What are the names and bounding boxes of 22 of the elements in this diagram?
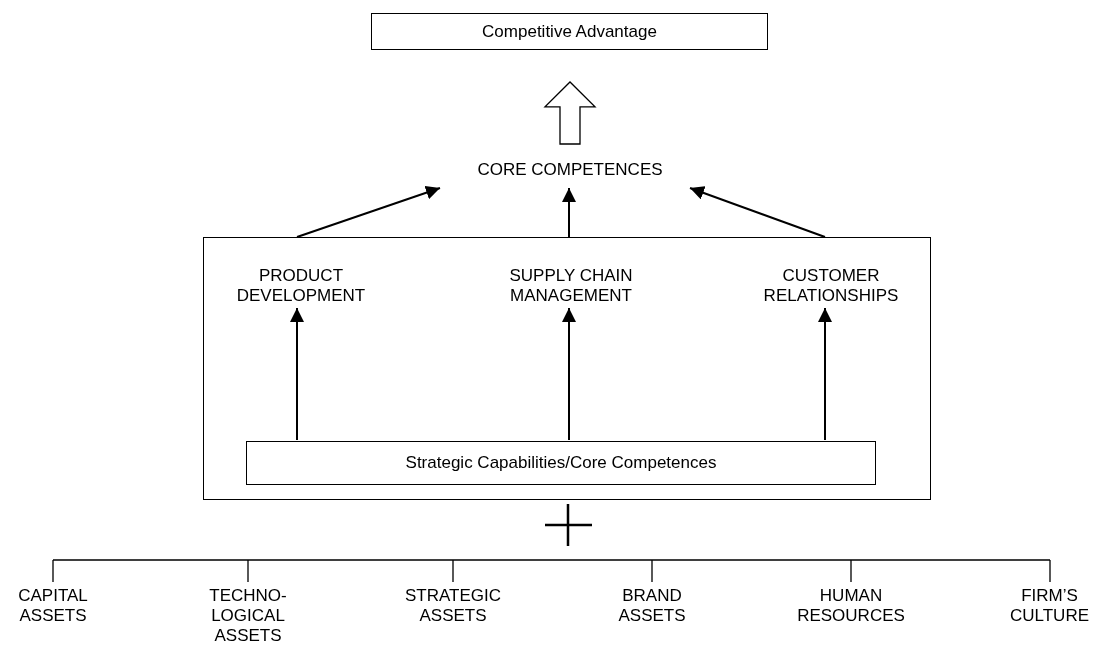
arrow	[818, 307, 832, 441]
capability-label: PRODUCT DEVELOPMENT	[235, 266, 367, 306]
asset-label: BRAND ASSETS	[617, 586, 687, 626]
arrow	[562, 187, 576, 238]
box-text: Strategic Capabilities/Core Competences	[405, 453, 717, 473]
capability-label: CUSTOMER RELATIONSHIPS	[762, 266, 900, 306]
asset-label: STRATEGIC ASSETS	[404, 586, 502, 626]
asset-label: CAPITAL ASSETS	[17, 586, 89, 626]
asset-label: HUMAN RESOURCES	[796, 586, 906, 626]
capability-box	[246, 441, 876, 485]
arrow	[296, 185, 441, 238]
arrow	[689, 186, 826, 238]
box-text: Competitive Advantage	[482, 21, 657, 42]
asset-label: FIRM’S CULTURE	[1009, 586, 1090, 626]
arrow	[290, 307, 304, 441]
heading-text: CORE COMPETENCES	[477, 160, 663, 180]
title-box	[371, 13, 768, 50]
block-arrow	[543, 81, 597, 145]
capability-label: SUPPLY CHAIN MANAGEMENT	[508, 266, 634, 306]
asset-label: TECHNO- LOGICAL ASSETS	[208, 585, 288, 645]
group-box	[203, 237, 931, 500]
arrow	[562, 307, 576, 441]
